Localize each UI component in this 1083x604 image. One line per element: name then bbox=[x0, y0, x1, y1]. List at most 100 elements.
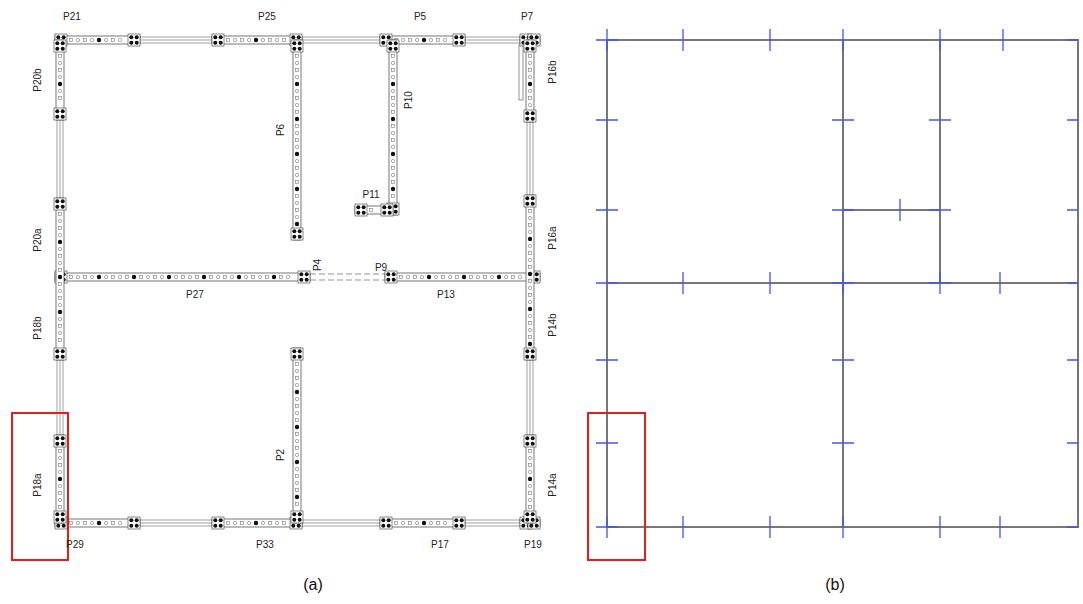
masonry-pier bbox=[526, 195, 534, 360]
rebar-square bbox=[295, 208, 298, 211]
rebar-dot bbox=[531, 41, 535, 45]
panel-caption: (a) bbox=[303, 577, 323, 593]
rebar-dot bbox=[298, 512, 302, 516]
rebar-dot bbox=[394, 47, 398, 51]
lintel-line bbox=[527, 360, 528, 435]
rebar-circle bbox=[58, 331, 61, 334]
rebar-circle bbox=[295, 173, 298, 176]
masonry-pier bbox=[56, 198, 64, 360]
column-cluster bbox=[524, 40, 536, 52]
rebar-square bbox=[528, 505, 531, 508]
lintel-line bbox=[57, 120, 58, 198]
rebar-circle bbox=[443, 521, 446, 524]
lintel-line bbox=[465, 526, 520, 527]
rebar-dot bbox=[295, 82, 299, 86]
rebar-dot bbox=[528, 342, 532, 346]
rebar-square bbox=[58, 296, 61, 299]
pier-label: P5 bbox=[414, 12, 426, 22]
rebar-dot bbox=[292, 235, 296, 239]
rebar-square bbox=[58, 96, 61, 99]
lintel-line bbox=[533, 360, 534, 435]
rebar-square bbox=[528, 293, 531, 296]
rebar-square bbox=[295, 110, 298, 113]
rebar-circle bbox=[528, 216, 531, 219]
rebar-circle bbox=[58, 498, 61, 501]
rebar-circle bbox=[295, 383, 298, 386]
rebar-dot bbox=[58, 240, 62, 244]
rebar-circle bbox=[528, 484, 531, 487]
rebar-dot bbox=[388, 205, 392, 209]
lintel-line bbox=[533, 122, 534, 195]
column-cluster bbox=[212, 34, 224, 46]
rebar-dot bbox=[219, 518, 223, 522]
rebar-dot bbox=[394, 204, 398, 208]
masonry-pier bbox=[389, 40, 397, 215]
rebar-circle bbox=[58, 75, 61, 78]
rebar-square bbox=[391, 68, 394, 71]
rebar-dot bbox=[521, 35, 525, 39]
rebar-square bbox=[528, 449, 531, 452]
rebar-square bbox=[69, 275, 72, 278]
rebar-dot bbox=[61, 355, 65, 359]
rebar-circle bbox=[518, 275, 521, 278]
pier-label: P16a bbox=[548, 226, 558, 249]
lintel-line bbox=[140, 526, 212, 527]
rebar-circle bbox=[58, 219, 61, 222]
rebar-dot bbox=[422, 521, 426, 525]
rebar-dot bbox=[362, 211, 366, 215]
column-cluster bbox=[355, 204, 367, 216]
rebar-circle bbox=[118, 521, 121, 524]
rebar-circle bbox=[295, 397, 298, 400]
rebar-dot bbox=[292, 355, 296, 359]
pier-label: P18a bbox=[33, 473, 43, 496]
rebar-dot bbox=[295, 222, 299, 226]
rebar-dot bbox=[298, 47, 302, 51]
rebar-dot bbox=[55, 442, 59, 446]
rebar-dot bbox=[525, 41, 529, 45]
rebar-square bbox=[83, 521, 86, 524]
rebar-circle bbox=[391, 131, 394, 134]
masonry-pier bbox=[526, 435, 534, 523]
rebar-dot bbox=[529, 35, 533, 39]
rebar-square bbox=[528, 251, 531, 254]
rebar-dot bbox=[62, 35, 66, 39]
rebar-square bbox=[528, 335, 531, 338]
rebar-square bbox=[295, 124, 298, 127]
rebar-dot bbox=[525, 355, 529, 359]
rebar-dot bbox=[531, 442, 535, 446]
rebar-dot bbox=[391, 187, 395, 191]
rebar-square bbox=[268, 521, 271, 524]
rebar-circle bbox=[261, 38, 264, 41]
column-cluster bbox=[54, 348, 66, 360]
rebar-square bbox=[153, 275, 156, 278]
rebar-circle bbox=[275, 521, 278, 524]
rebar-circle bbox=[247, 521, 250, 524]
rebar-circle bbox=[146, 275, 149, 278]
rebar-dot bbox=[525, 47, 529, 51]
rebar-circle bbox=[261, 521, 264, 524]
pier-label: P6 bbox=[276, 124, 286, 136]
rebar-dot bbox=[454, 524, 458, 528]
rebar-dot bbox=[460, 518, 464, 522]
rebar-dot bbox=[295, 460, 299, 464]
column-cluster bbox=[54, 198, 66, 210]
column-cluster bbox=[54, 511, 66, 523]
rebar-dot bbox=[292, 518, 296, 522]
rebar-dot bbox=[62, 524, 66, 528]
rebar-dot bbox=[391, 82, 395, 86]
rebar-dot bbox=[460, 524, 464, 528]
rebar-square bbox=[58, 212, 61, 215]
column-cluster bbox=[298, 271, 310, 283]
rebar-dot bbox=[497, 275, 501, 279]
rebar-dot bbox=[382, 205, 386, 209]
rebar-circle bbox=[528, 258, 531, 261]
lintel-line bbox=[140, 520, 212, 521]
column-cluster bbox=[524, 511, 536, 523]
rebar-dot bbox=[531, 512, 535, 516]
pier-label: P27 bbox=[186, 290, 204, 300]
rebar-square bbox=[408, 521, 411, 524]
rebar-dot bbox=[61, 115, 65, 119]
rebar-dot bbox=[254, 521, 258, 525]
rebar-dot bbox=[202, 275, 206, 279]
pier-label: P7 bbox=[521, 12, 533, 22]
